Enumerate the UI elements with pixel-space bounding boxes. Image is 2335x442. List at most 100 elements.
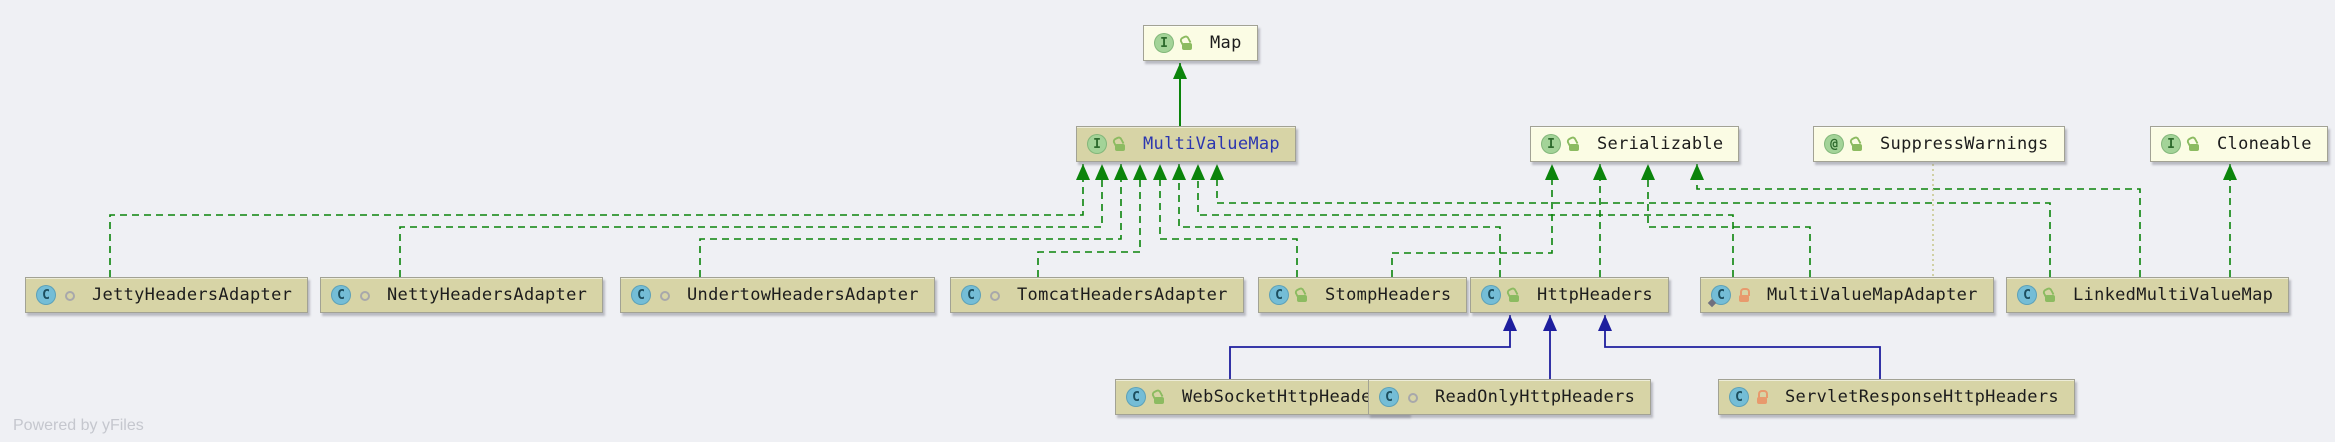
arrowhead: [1153, 164, 1167, 180]
node-label: Map: [1210, 33, 1242, 53]
node-label: WebSocketHttpHeaders: [1182, 387, 1393, 407]
node-label: ReadOnlyHttpHeaders: [1435, 387, 1636, 407]
node-serializable[interactable]: I Serializable: [1530, 126, 1740, 162]
class-icon: C: [331, 285, 351, 305]
node-multi-value-map[interactable]: I MultiValueMap: [1076, 126, 1296, 162]
arrowhead: [2223, 164, 2237, 180]
arrowhead: [1114, 164, 1128, 180]
node-label: Cloneable: [2217, 134, 2312, 154]
edge-mvm-adapter-to-multi-value-map: [1191, 164, 1734, 277]
arrowhead: [1095, 164, 1109, 180]
class-icon: C: [36, 285, 56, 305]
node-stomp[interactable]: C StompHeaders: [1258, 277, 1468, 313]
public-visibility-icon: [1296, 288, 1310, 302]
public-visibility-icon: [1851, 137, 1865, 151]
package-visibility-icon: [658, 288, 672, 302]
node-map[interactable]: I Map: [1143, 25, 1258, 61]
private-visibility-icon: [1756, 390, 1770, 404]
class-icon: C: [1269, 285, 1289, 305]
node-label: TomcatHeadersAdapter: [1017, 285, 1228, 305]
public-visibility-icon: [2044, 288, 2058, 302]
edge-readonly-to-http: [1543, 315, 1557, 379]
edge-undertow-to-multi-value-map: [699, 164, 1128, 277]
arrowhead: [1545, 164, 1559, 180]
interface-icon: I: [1087, 134, 1107, 154]
public-visibility-icon: [1508, 288, 1522, 302]
public-visibility-icon: [1114, 137, 1128, 151]
node-undertow[interactable]: C UndertowHeadersAdapter: [620, 277, 935, 313]
node-netty[interactable]: C NettyHeadersAdapter: [320, 277, 604, 313]
node-label: LinkedMultiValueMap: [2073, 285, 2274, 305]
public-visibility-icon: [1181, 36, 1195, 50]
node-label: UndertowHeadersAdapter: [687, 285, 919, 305]
class-icon: C: [2017, 285, 2037, 305]
node-label: MultiValueMapAdapter: [1767, 285, 1978, 305]
edge-mvm-adapter-to-serializable: [1641, 164, 1811, 277]
node-label: HttpHeaders: [1537, 285, 1653, 305]
node-label: NettyHeadersAdapter: [387, 285, 588, 305]
edge-linked-mvm-to-serializable: [1690, 164, 2141, 277]
private-visibility-icon: [1738, 288, 1752, 302]
node-label: StompHeaders: [1325, 285, 1452, 305]
node-servlet-response[interactable]: C ServletResponseHttpHeaders: [1718, 379, 2075, 415]
node-label: Serializable: [1597, 134, 1724, 154]
class-icon: C: [1379, 387, 1399, 407]
class-icon: C: [1126, 387, 1146, 407]
edge-jetty-to-multi-value-map: [109, 164, 1090, 277]
annotation-icon: @: [1824, 134, 1844, 154]
public-visibility-icon: [1568, 137, 1582, 151]
node-http[interactable]: C HttpHeaders: [1470, 277, 1669, 313]
node-label: SuppressWarnings: [1880, 134, 2049, 154]
edge-websocket-to-http: [1229, 315, 1517, 379]
class-icon: C: [1481, 285, 1501, 305]
public-visibility-icon: [1153, 390, 1167, 404]
arrowhead: [1076, 164, 1090, 180]
yfiles-watermark: Powered by yFiles: [13, 417, 144, 434]
node-jetty[interactable]: C JettyHeadersAdapter: [25, 277, 309, 313]
node-readonly[interactable]: C ReadOnlyHttpHeaders: [1368, 379, 1652, 415]
arrowhead: [1593, 164, 1607, 180]
edge-stomp-to-serializable: [1391, 164, 1559, 277]
node-tomcat[interactable]: C TomcatHeadersAdapter: [950, 277, 1244, 313]
edge-netty-to-multi-value-map: [399, 164, 1109, 277]
interface-icon: I: [2161, 134, 2181, 154]
edge-http-to-multi-value-map: [1172, 164, 1501, 277]
class-icon: C: [1729, 387, 1749, 407]
arrowhead: [1191, 164, 1205, 180]
edge-servlet-response-to-http: [1598, 315, 1881, 379]
arrowhead: [1503, 315, 1517, 331]
arrowhead: [1173, 63, 1187, 79]
class-icon: C: [631, 285, 651, 305]
node-suppress-warnings[interactable]: @ SuppressWarnings: [1813, 126, 2065, 162]
arrowhead: [1210, 164, 1224, 180]
arrowhead: [1690, 164, 1704, 180]
node-cloneable[interactable]: I Cloneable: [2150, 126, 2328, 162]
edge-stomp-to-multi-value-map: [1153, 164, 1298, 277]
node-label: MultiValueMap: [1143, 134, 1280, 154]
edge-tomcat-to-multi-value-map: [1037, 164, 1147, 277]
edge-multi-value-map-to-map: [1173, 63, 1187, 126]
interface-icon: I: [1541, 134, 1561, 154]
edge-http-to-serializable: [1593, 164, 1607, 277]
node-label: JettyHeadersAdapter: [92, 285, 293, 305]
arrowhead: [1133, 164, 1147, 180]
node-linked-mvm[interactable]: C LinkedMultiValueMap: [2006, 277, 2290, 313]
package-visibility-icon: [1406, 390, 1420, 404]
node-label: ServletResponseHttpHeaders: [1785, 387, 2059, 407]
arrowhead: [1172, 164, 1186, 180]
class-icon: C: [961, 285, 981, 305]
arrowhead: [1641, 164, 1655, 180]
interface-icon: I: [1154, 33, 1174, 53]
package-visibility-icon: [358, 288, 372, 302]
package-visibility-icon: [63, 288, 77, 302]
public-visibility-icon: [2188, 137, 2202, 151]
diamond-marker-icon: [1707, 298, 1717, 308]
arrowhead: [1598, 315, 1612, 331]
arrowhead: [1543, 315, 1557, 331]
edge-linked-mvm-to-multi-value-map: [1210, 164, 2051, 277]
package-visibility-icon: [988, 288, 1002, 302]
edge-linked-mvm-to-cloneable: [2223, 164, 2237, 277]
